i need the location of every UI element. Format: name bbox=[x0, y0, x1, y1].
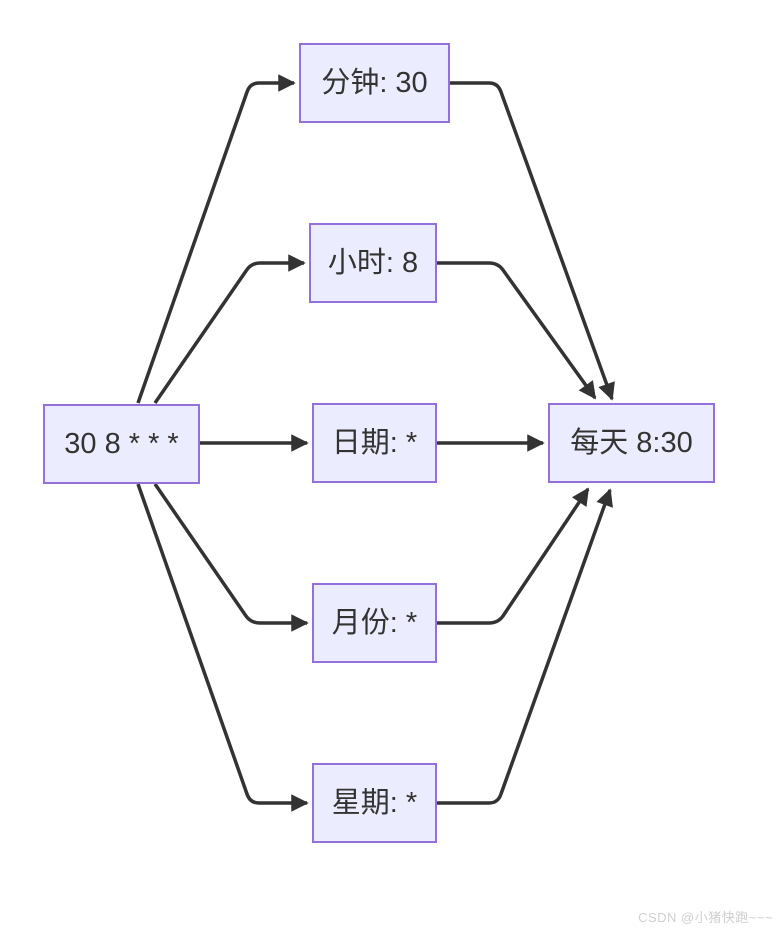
node-month-label: 月份: * bbox=[331, 606, 418, 639]
node-result-label: 每天 8:30 bbox=[570, 426, 693, 459]
node-week: 星期: * bbox=[312, 763, 437, 843]
node-day: 日期: * bbox=[312, 403, 437, 483]
edge-source-to-month bbox=[153, 483, 309, 632]
edge-source-to-hour bbox=[153, 254, 306, 404]
node-cron-expression: 30 8 * * * bbox=[43, 404, 200, 484]
node-result: 每天 8:30 bbox=[548, 403, 715, 483]
edge-source-to-minute bbox=[136, 74, 296, 404]
csdn-watermark: CSDN @小猪快跑~~~ bbox=[638, 910, 773, 925]
node-minute-label: 分钟: 30 bbox=[321, 66, 428, 99]
edge-minute-to-result bbox=[450, 81, 615, 401]
edge-hour-to-result bbox=[437, 261, 597, 400]
edge-week-to-result bbox=[435, 488, 613, 805]
node-month: 月份: * bbox=[312, 583, 437, 663]
node-hour: 小时: 8 bbox=[309, 223, 437, 303]
node-week-label: 星期: * bbox=[331, 786, 418, 819]
node-cron-expression-label: 30 8 * * * bbox=[64, 427, 179, 460]
edge-month-to-result bbox=[437, 487, 590, 625]
node-hour-label: 小时: 8 bbox=[327, 246, 419, 279]
node-minute: 分钟: 30 bbox=[299, 43, 450, 123]
edge-source-to-week bbox=[136, 483, 309, 812]
node-day-label: 日期: * bbox=[331, 426, 418, 459]
